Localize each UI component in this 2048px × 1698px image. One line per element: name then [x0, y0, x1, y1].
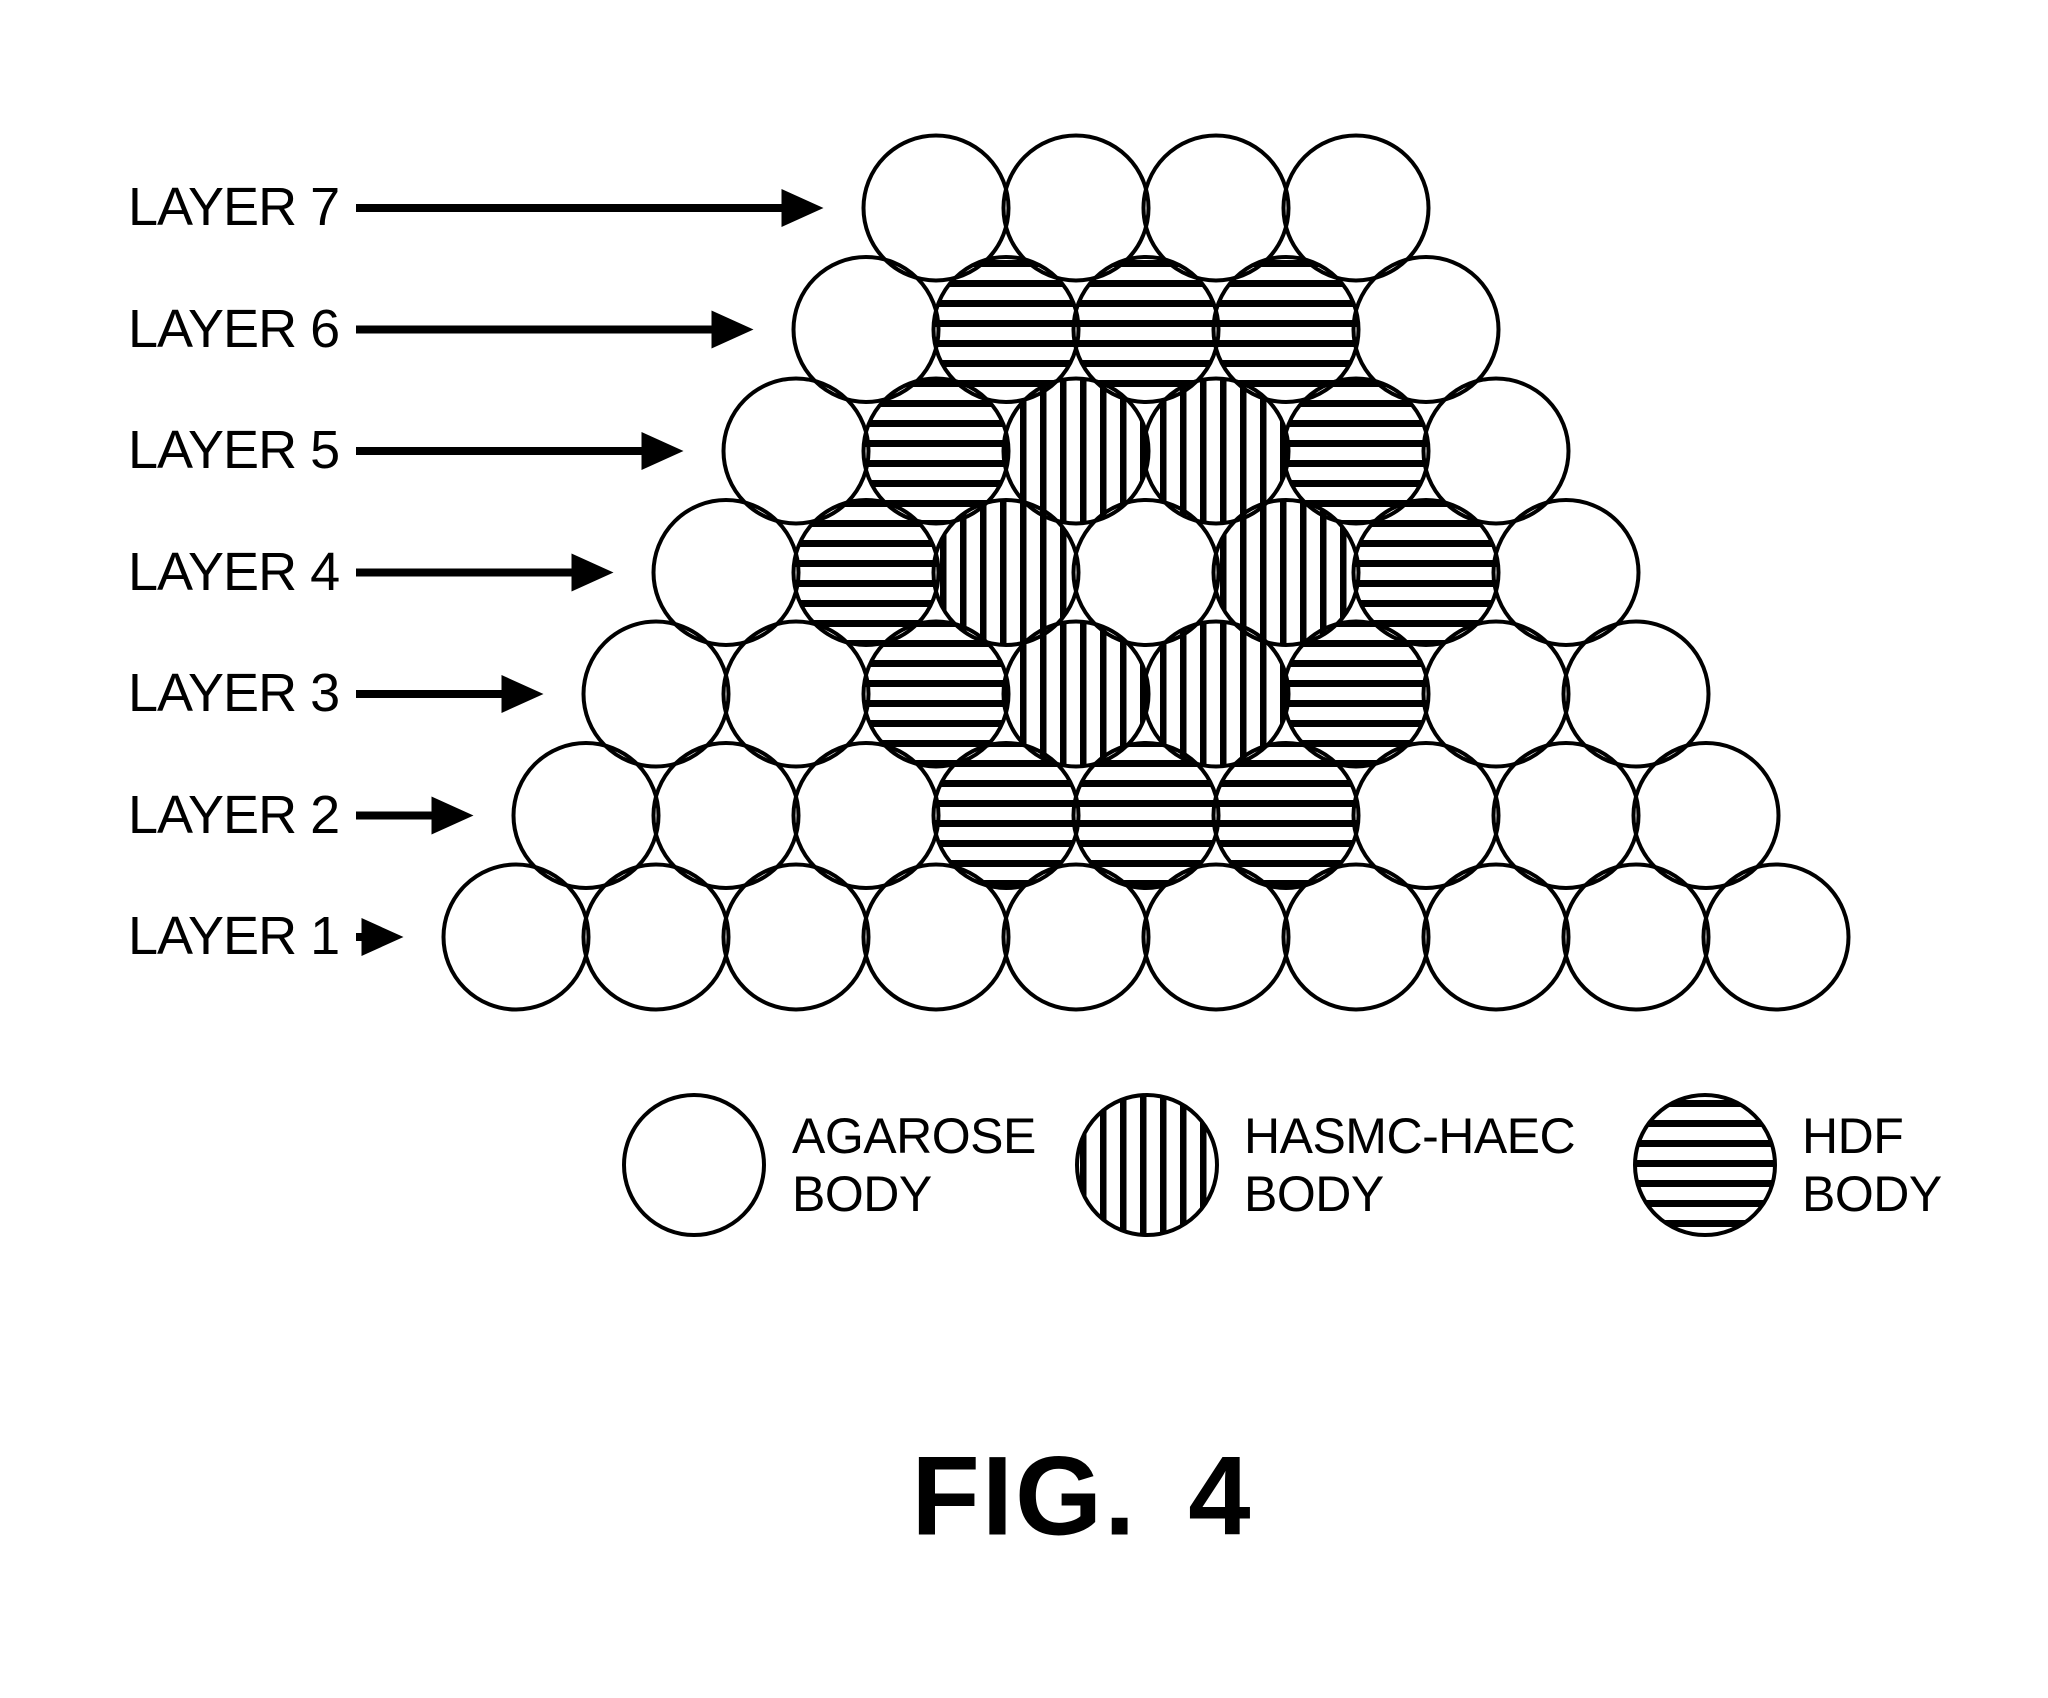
arrow-head	[711, 310, 754, 349]
agarose-body-circle	[1281, 862, 1431, 1012]
agarose-body-circle	[1561, 862, 1711, 1012]
layer-3-label: LAYER 3	[128, 662, 340, 723]
agarose-body-circle	[581, 862, 731, 1012]
agarose-body-circle	[1631, 741, 1781, 890]
agarose-body-circle	[1001, 862, 1151, 1012]
agarose-body-circle	[1561, 619, 1711, 769]
agarose-body-circle	[1421, 619, 1571, 769]
arrow-head	[641, 432, 684, 470]
agarose-body-circle	[861, 862, 1011, 1012]
hdf-body-circle	[1281, 619, 1431, 769]
agarose-body-circle	[1281, 133, 1431, 283]
layer-5-arrow	[356, 432, 684, 470]
layer-3-arrow	[356, 675, 544, 713]
layer-2-arrow	[356, 796, 474, 835]
legend-agarose-line2: BODY	[792, 1166, 932, 1222]
legend-hasmc-haec-line1: HASMC-HAEC	[1244, 1108, 1576, 1164]
legend-hasmc-haec-line2: BODY	[1244, 1166, 1384, 1222]
legend-label-agarose: AGAROSE BODY	[792, 1107, 1036, 1223]
hasmc-haec-body-circle	[931, 498, 1081, 647]
agarose-body-circle	[1491, 498, 1641, 647]
legend-label-hasmc-haec: HASMC-HAEC BODY	[1244, 1107, 1576, 1223]
body-pyramid	[441, 133, 1851, 1012]
arrow-head	[431, 796, 474, 835]
legend-swatch-agarose	[622, 1093, 766, 1237]
agarose-body-circle	[1351, 741, 1501, 890]
layer-6-label: LAYER 6	[128, 298, 340, 359]
legend-hdf-line2: BODY	[1802, 1166, 1942, 1222]
agarose-body-circle	[581, 619, 731, 769]
hdf-body-circle	[1281, 376, 1431, 526]
legend-swatches	[622, 1093, 1777, 1237]
agarose-body-circle	[1491, 741, 1641, 890]
agarose-body-circle	[441, 862, 591, 1012]
layer-1-label: LAYER 1	[128, 905, 340, 966]
layer-5-label: LAYER 5	[128, 419, 340, 480]
agarose-body-circle	[651, 741, 801, 890]
agarose-body-circle	[1001, 133, 1151, 283]
figure-caption: FIG. 4	[911, 1433, 1253, 1559]
layer-6-arrow	[356, 310, 754, 349]
layer-2-label: LAYER 2	[128, 784, 340, 845]
agarose-body-circle	[1421, 376, 1571, 526]
layer-7-label: LAYER 7	[128, 176, 340, 237]
layer-7-arrow	[356, 189, 824, 227]
legend-agarose-line1: AGAROSE	[792, 1108, 1036, 1164]
legend-swatch-hdf	[1633, 1093, 1777, 1237]
arrow-head	[501, 675, 544, 713]
layer-arrows	[356, 189, 824, 956]
hdf-body-circle	[1211, 741, 1361, 890]
legend-label-hdf: HDF BODY	[1802, 1107, 1942, 1223]
arrow-head	[781, 189, 824, 227]
arrow-head	[571, 553, 614, 592]
agarose-body-circle	[1351, 255, 1501, 404]
agarose-body-circle	[511, 741, 661, 890]
layer-4-label: LAYER 4	[128, 541, 340, 602]
hdf-body-circle	[1351, 498, 1501, 647]
legend-swatch-hasmc-haec	[1075, 1093, 1219, 1237]
agarose-body-circle	[721, 862, 871, 1012]
agarose-body-circle	[1421, 862, 1571, 1012]
arrow-head	[361, 918, 404, 956]
agarose-body-circle	[1141, 133, 1291, 283]
layer-4-arrow	[356, 553, 614, 592]
layer-1-arrow	[356, 918, 404, 956]
agarose-body-circle	[861, 133, 1011, 283]
agarose-body-circle	[1701, 862, 1851, 1012]
hdf-body-circle	[1211, 255, 1361, 404]
legend-hdf-line1: HDF	[1802, 1108, 1904, 1164]
agarose-body-circle	[1141, 862, 1291, 1012]
